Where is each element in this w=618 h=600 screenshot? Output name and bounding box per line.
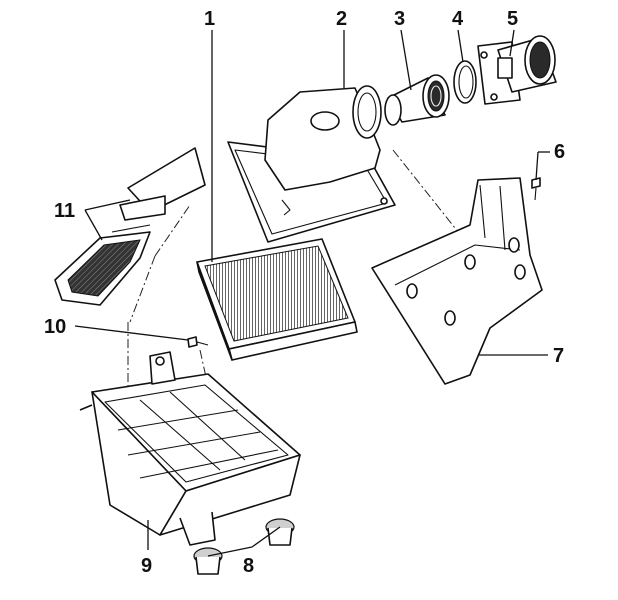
part-7-heat-shield [371, 177, 543, 385]
callout-6: 6 [554, 141, 565, 163]
part-1-filter-element [196, 238, 358, 361]
callout-9: 9 [141, 555, 152, 577]
callout-5: 5 [507, 8, 518, 30]
callout-8: 8 [243, 555, 254, 577]
callout-3: 3 [394, 8, 405, 30]
part-6-screw [531, 177, 541, 201]
callout-2: 2 [336, 8, 347, 30]
part-5-air-mass-meter [477, 35, 557, 105]
part-4-ring-seal [453, 60, 477, 104]
callout-1: 1 [204, 8, 215, 30]
callout-11: 11 [54, 200, 75, 222]
part-9-lower-housing [79, 351, 301, 546]
callout-7: 7 [553, 345, 564, 367]
callout-4: 4 [452, 8, 464, 30]
callout-labels: 1 2 3 4 5 6 7 8 9 10 11 [44, 8, 565, 577]
leader-lines [74, 29, 550, 557]
part-2-upper-housing-cover [227, 85, 396, 243]
part-3-intake-pipe [384, 74, 450, 126]
callout-10: 10 [44, 316, 66, 338]
part-11-intake-snorkel [54, 147, 206, 306]
part-10-screw [187, 336, 209, 348]
part-8-rubber-mounts [193, 518, 295, 575]
